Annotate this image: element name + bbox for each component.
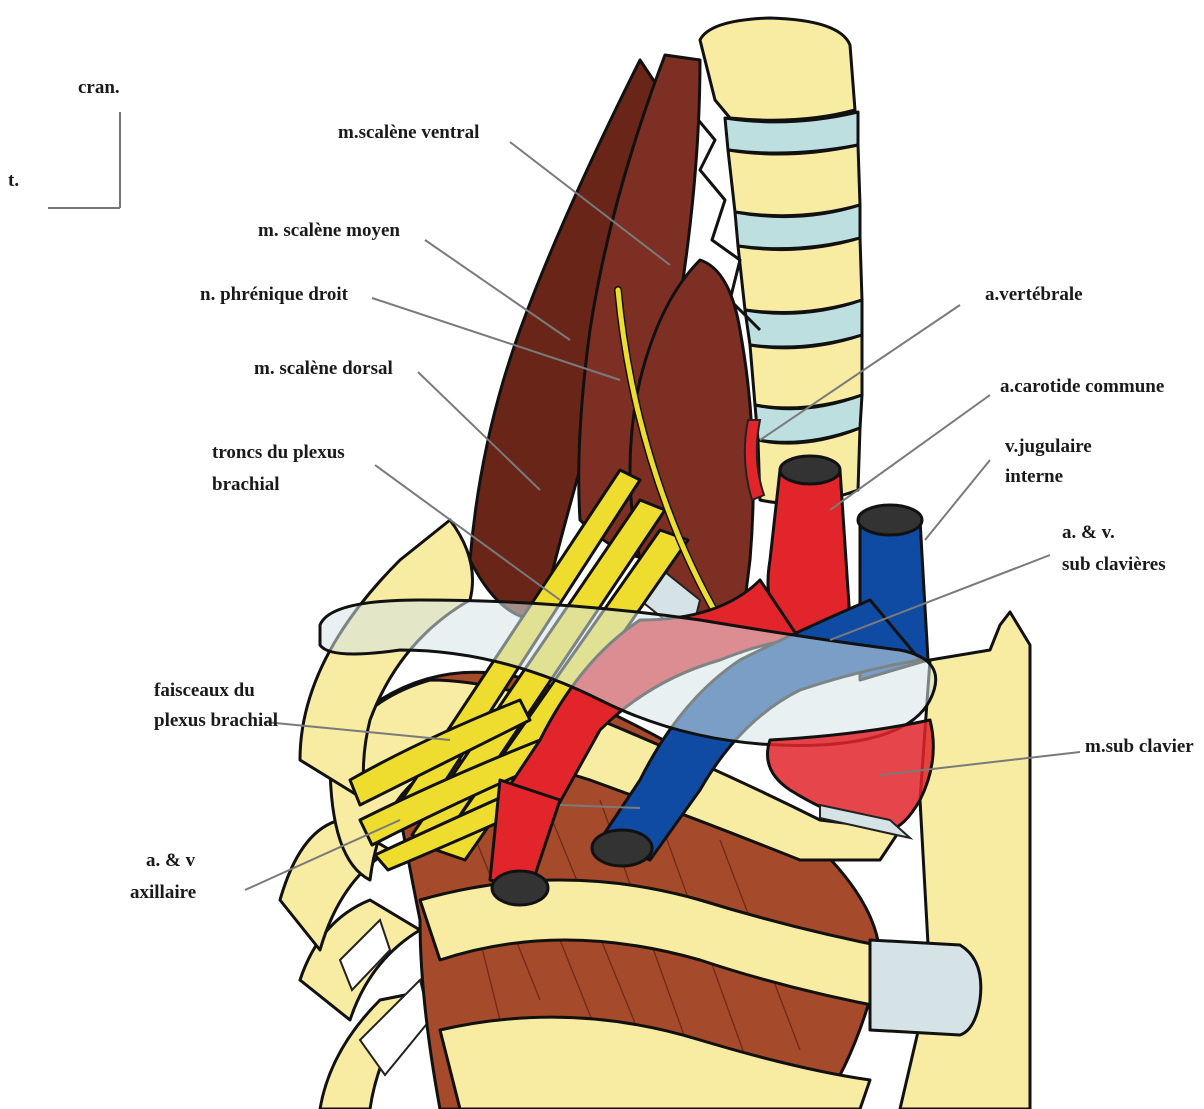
cranial-label: cran. <box>78 77 120 98</box>
axillary-vein-end <box>592 830 652 866</box>
label-phrenique: n. phrénique droit <box>200 284 349 305</box>
label-subclavier: m.sub clavier <box>1085 736 1194 757</box>
label-scalene-moyen: m. scalène moyen <box>258 220 400 241</box>
costal-cartilage <box>870 940 981 1035</box>
label-subclav-1: a. & v. <box>1062 522 1115 543</box>
label-scalene-ventral: m.scalène ventral <box>338 122 479 143</box>
label-vertebrale: a.vertébrale <box>985 284 1083 305</box>
lateral-label: t. <box>8 170 19 191</box>
vertebra-1 <box>700 18 855 120</box>
label-carotide: a.carotide commune <box>1000 376 1164 397</box>
label-axillaire-1: a. & v <box>146 850 196 871</box>
orientation-marker: cran. t. <box>8 77 120 208</box>
carotid-end <box>780 456 840 484</box>
label-troncs-2: brachial <box>212 474 280 495</box>
label-faisceaux-1: faisceaux du <box>154 680 255 701</box>
vertebra-3 <box>738 238 862 312</box>
label-scalene-dorsal: m. scalène dorsal <box>254 358 393 379</box>
label-subclav-2: sub clavières <box>1062 554 1166 575</box>
vertebra-2 <box>728 145 860 216</box>
label-troncs-1: troncs du plexus <box>212 442 345 463</box>
label-faisceaux-2: plexus brachial <box>154 710 278 731</box>
label-axillaire-2: axillaire <box>130 882 196 903</box>
label-jugulaire-1: v.jugulaire <box>1005 436 1092 457</box>
jugular-end <box>858 505 922 535</box>
axillary-artery-end <box>492 871 548 905</box>
label-jugulaire-2: interne <box>1005 466 1063 487</box>
vertebra-4 <box>750 335 862 408</box>
